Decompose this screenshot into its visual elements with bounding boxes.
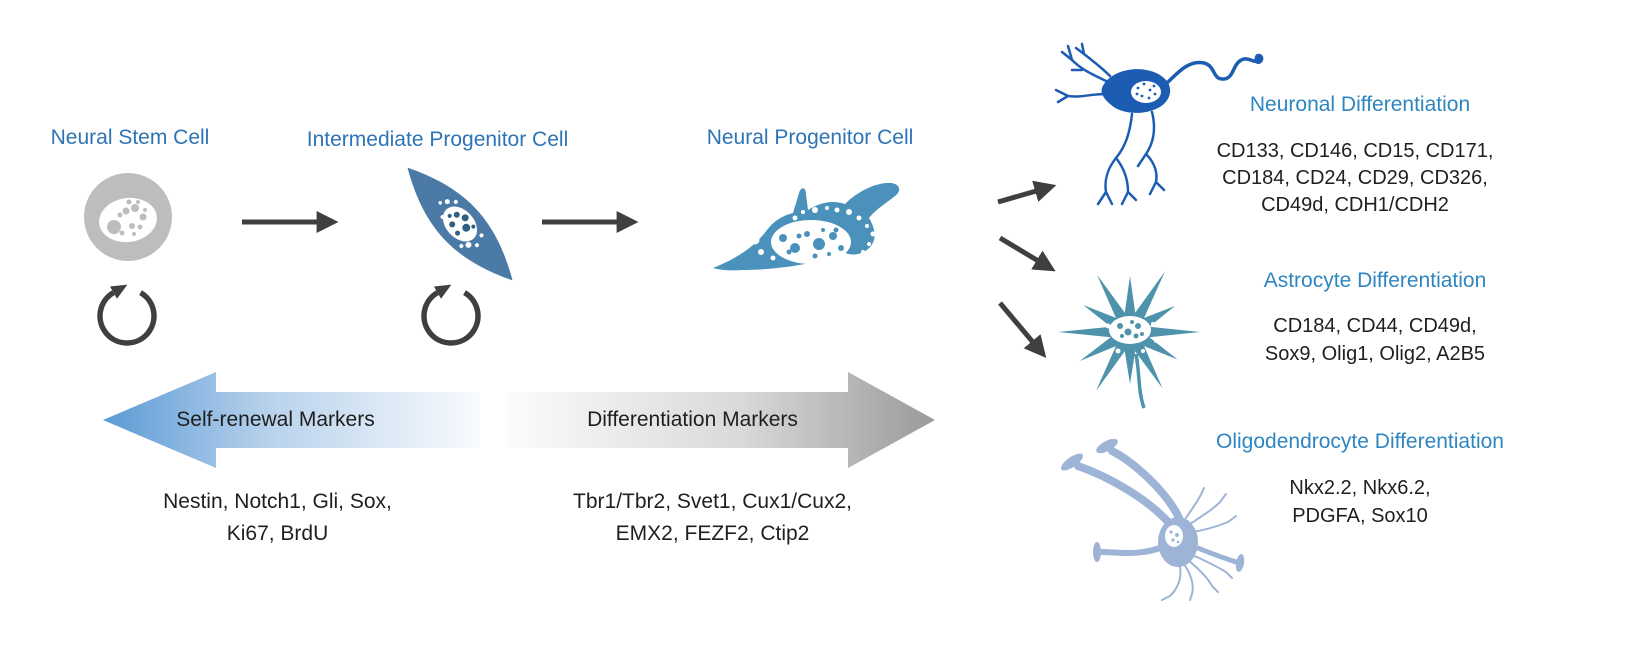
lineage-title-neuronal: Neuronal Differentiation [1249, 93, 1471, 116]
self-renewal-loop-icon-ipc [424, 285, 478, 343]
marker-line: Sox9, Olig1, Olig2, A2B5 [1264, 343, 1486, 365]
differentiation-marker-list: Tbr1/Tbr2, Svet1, Cux1/Cux2, EMX2, FEZF2… [535, 486, 890, 550]
intermediate-progenitor-cell-illustration [407, 167, 513, 281]
lineage-markers-neuronal: CD133, CD146, CD15, CD171, CD184, CD24, … [1190, 138, 1520, 219]
differentiation-block-arrow [505, 372, 935, 468]
marker-line: CD133, CD146, CD15, CD171, [1216, 140, 1494, 162]
marker-line: PDGFA, Sox10 [1292, 505, 1428, 527]
lineage-markers-oligodendrocyte: Nkx2.2, Nkx6.2, PDGFA, Sox10 [1250, 474, 1470, 530]
astrocyte-illustration [1058, 271, 1200, 409]
marker-line: Nkx2.2, Nkx6.2, [1289, 477, 1431, 499]
lineage-markers-astrocyte: CD184, CD44, CD49d, Sox9, Olig1, Olig2, … [1235, 312, 1515, 368]
stage-label-intermediate-progenitor-cell: Intermediate Progenitor Cell [306, 128, 569, 151]
stage-label-neural-stem-cell: Neural Stem Cell [50, 126, 210, 149]
lineage-title-astrocyte: Astrocyte Differentiation [1263, 269, 1487, 292]
self-renewal-marker-list: Nestin, Notch1, Gli, Sox, Ki67, BrdU [120, 486, 435, 550]
marker-line: CD49d, CDH1/CDH2 [1261, 194, 1449, 216]
lineage-title-oligodendrocyte: Oligodendrocyte Differentiation [1216, 430, 1504, 453]
lineage-branch-arrows-icon [997, 180, 1057, 359]
oligodendrocyte-illustration [1060, 438, 1245, 601]
self-renewal-block-arrow [103, 372, 480, 468]
marker-line: CD184, CD44, CD49d, [1273, 315, 1477, 337]
stage-label-neural-progenitor-cell: Neural Progenitor Cell [706, 126, 914, 149]
marker-line: CD184, CD24, CD29, CD326, [1222, 167, 1488, 189]
marker-line: Nestin, Notch1, Gli, Sox, [163, 490, 392, 513]
neural-progenitor-cell-illustration [713, 182, 900, 271]
neuron-illustration [1054, 42, 1264, 206]
self-renewal-arrow-label: Self-renewal Markers [176, 408, 375, 431]
marker-line: Tbr1/Tbr2, Svet1, Cux1/Cux2, [573, 490, 852, 513]
marker-line: Ki67, BrdU [226, 522, 329, 545]
differentiation-arrow-label: Differentiation Markers [587, 408, 798, 431]
marker-line: EMX2, FEZF2, Ctip2 [615, 522, 810, 545]
self-renewal-loop-icon-nsc [100, 285, 154, 343]
neural-stem-cell-illustration [84, 173, 172, 261]
